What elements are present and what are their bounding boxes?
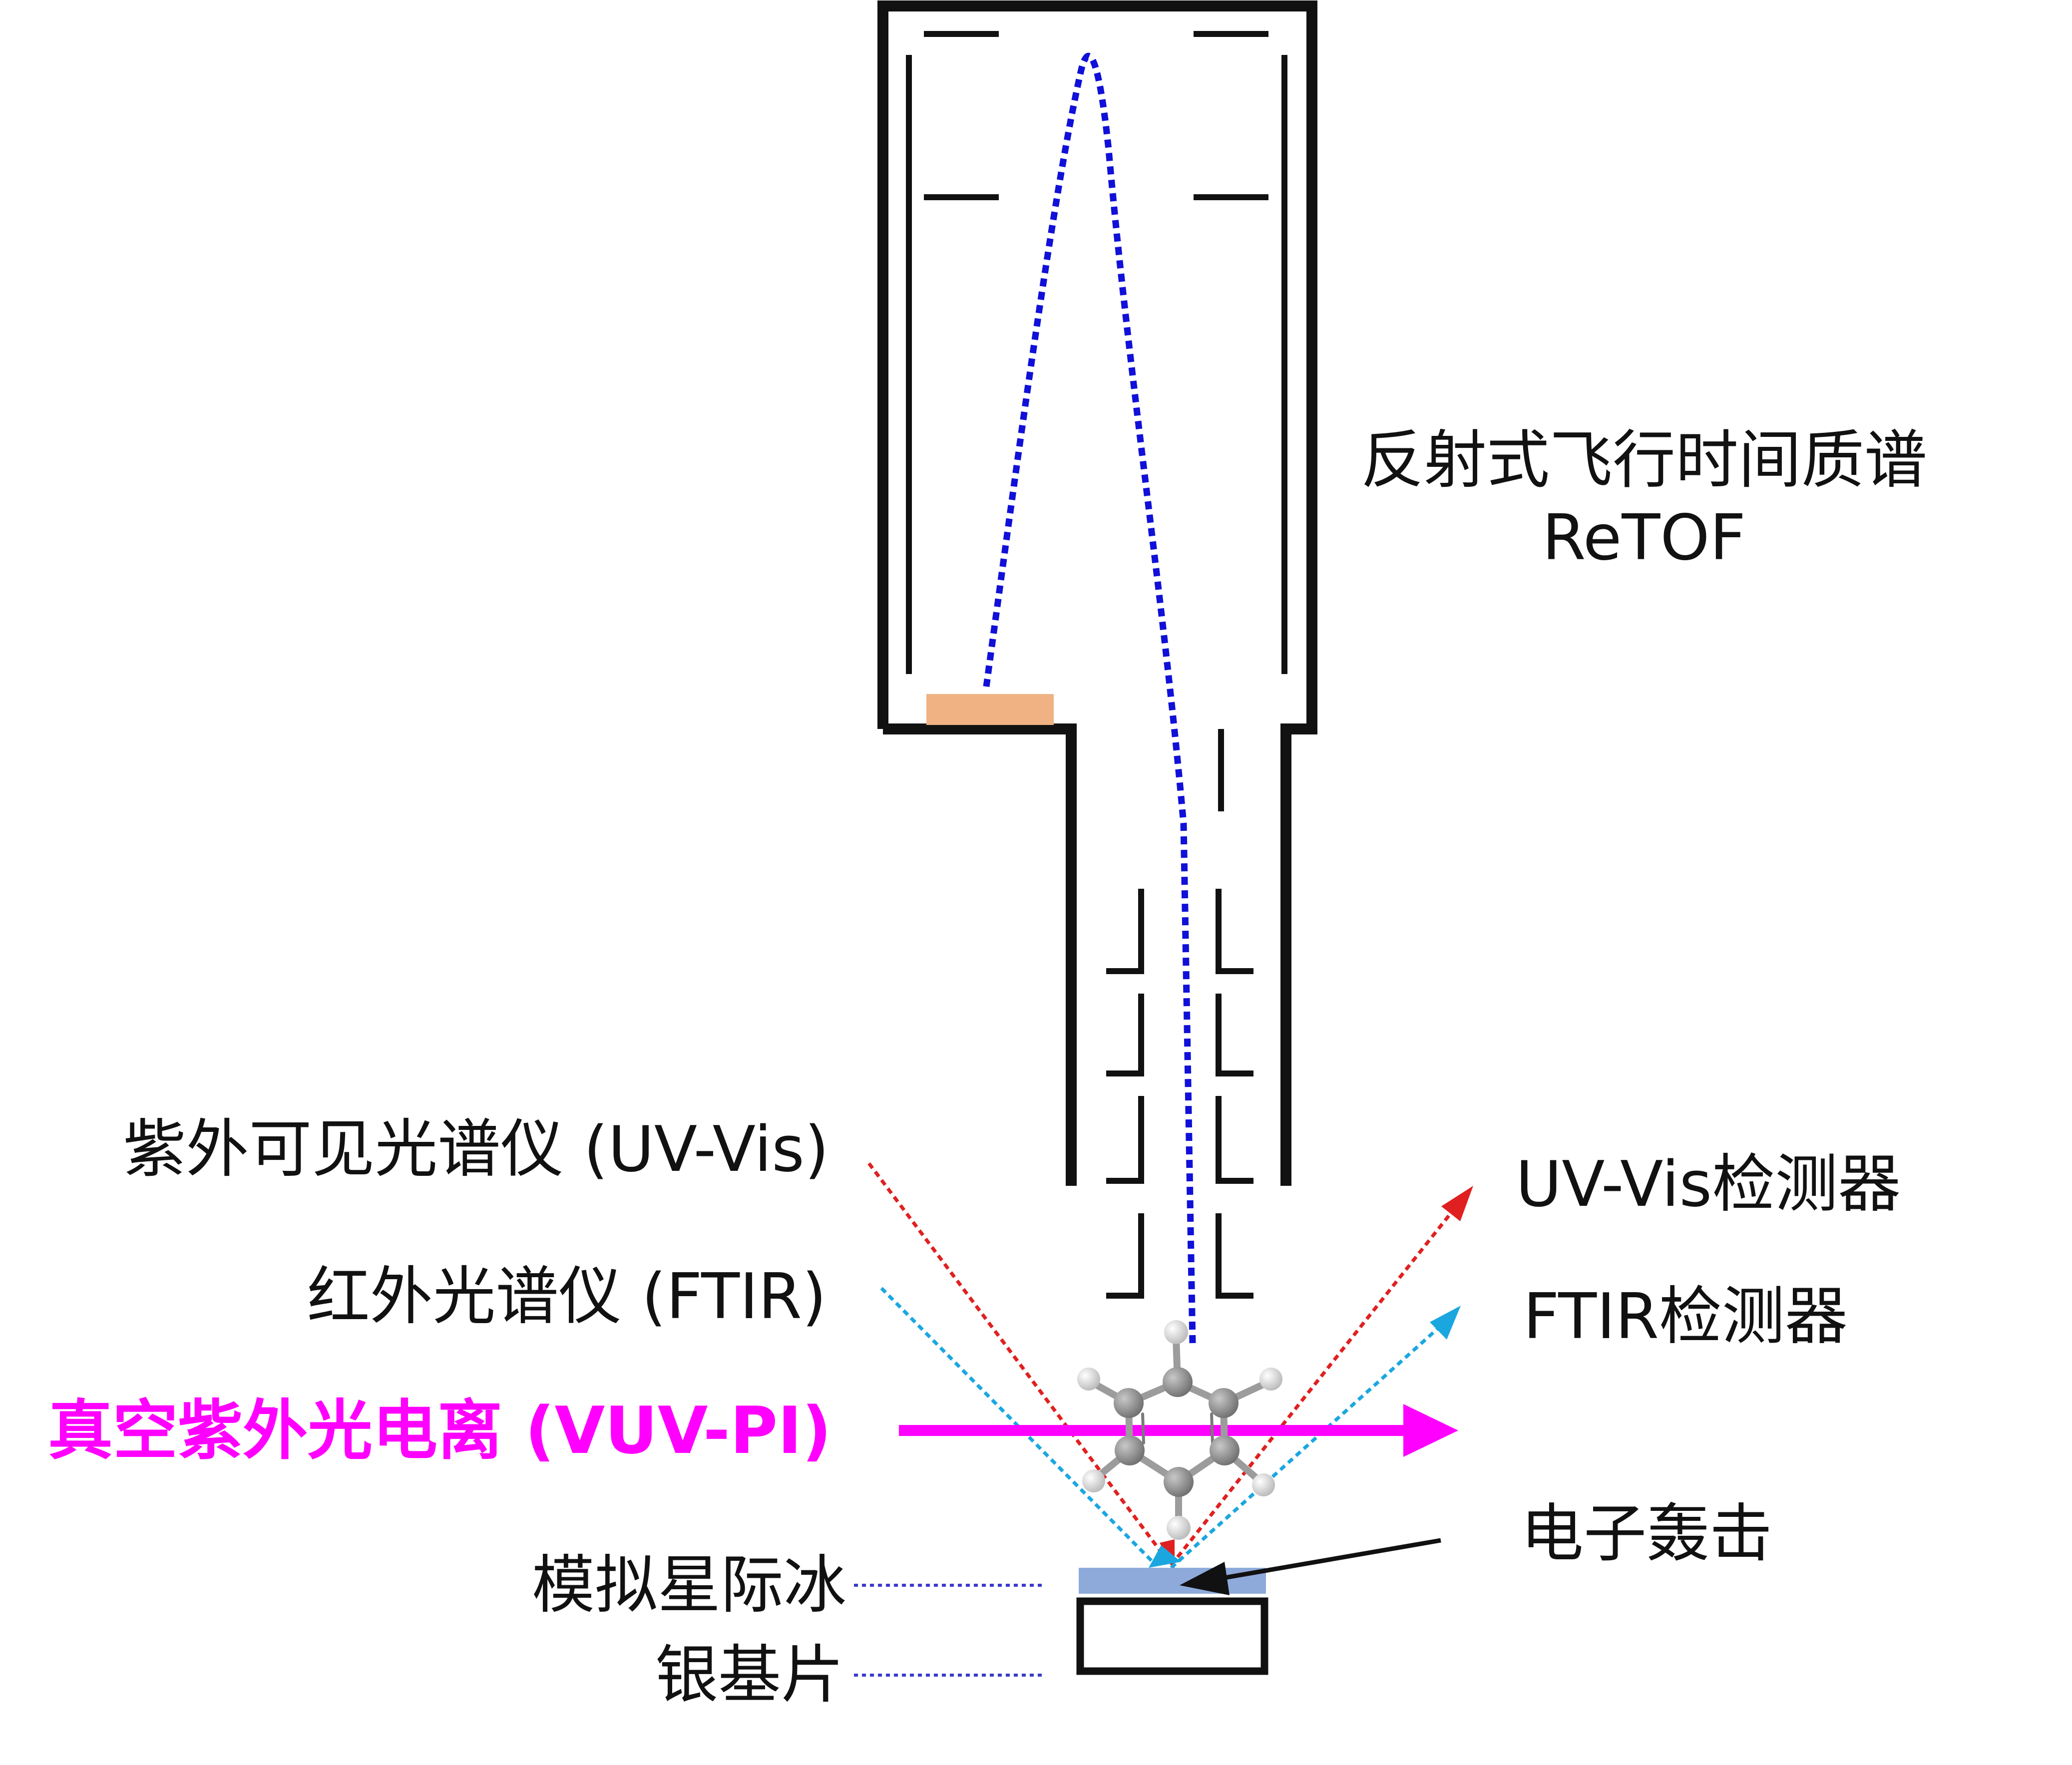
uvvis-arrowhead-icon <box>1441 1186 1473 1221</box>
vuv-beam <box>899 1404 1458 1457</box>
electron-beam-arrow <box>1180 1538 1441 1595</box>
vuv-arrowhead-icon <box>1403 1404 1458 1457</box>
electron-impact-label: 电子轰击 <box>1521 1497 1772 1570</box>
ftir-source-label: 红外光谱仪 (FTIR) <box>307 1260 827 1333</box>
ftir-incident-arrowhead-icon <box>1149 1545 1181 1568</box>
carbon-atoms <box>1114 1367 1240 1497</box>
silver-substrate <box>1076 1597 1268 1675</box>
ion-flight-path <box>983 52 1196 1344</box>
vuv-pi-label: 真空紫外光电离 (VUV-PI) <box>48 1393 831 1468</box>
retof-title-cn: 反射式飞行时间质谱 <box>1361 423 1927 497</box>
hydrogen-atoms <box>1077 1320 1282 1540</box>
retof-title-en: ReTOF <box>1542 501 1746 574</box>
ion-optics-electrodes <box>1106 729 1253 1299</box>
reflectron-electrodes <box>906 31 1287 674</box>
benzene-molecule <box>1077 1320 1282 1540</box>
retof-housing <box>877 0 1317 1186</box>
uvvis-source-label: 紫外可见光谱仪 (UV-Vis) <box>123 1112 829 1186</box>
ftir-arrowhead-icon <box>1430 1306 1461 1340</box>
electron-arrowhead-icon <box>1180 1562 1230 1595</box>
ice-label: 模拟星际冰 <box>532 1548 846 1622</box>
substrate-label: 银基片 <box>655 1638 844 1712</box>
ion-detector-plate <box>926 694 1054 725</box>
interstellar-ice-layer <box>1079 1568 1266 1594</box>
uvvis-detector-label: UV-Vis检测器 <box>1516 1147 1901 1221</box>
ftir-detector-label: FTIR检测器 <box>1523 1280 1848 1353</box>
